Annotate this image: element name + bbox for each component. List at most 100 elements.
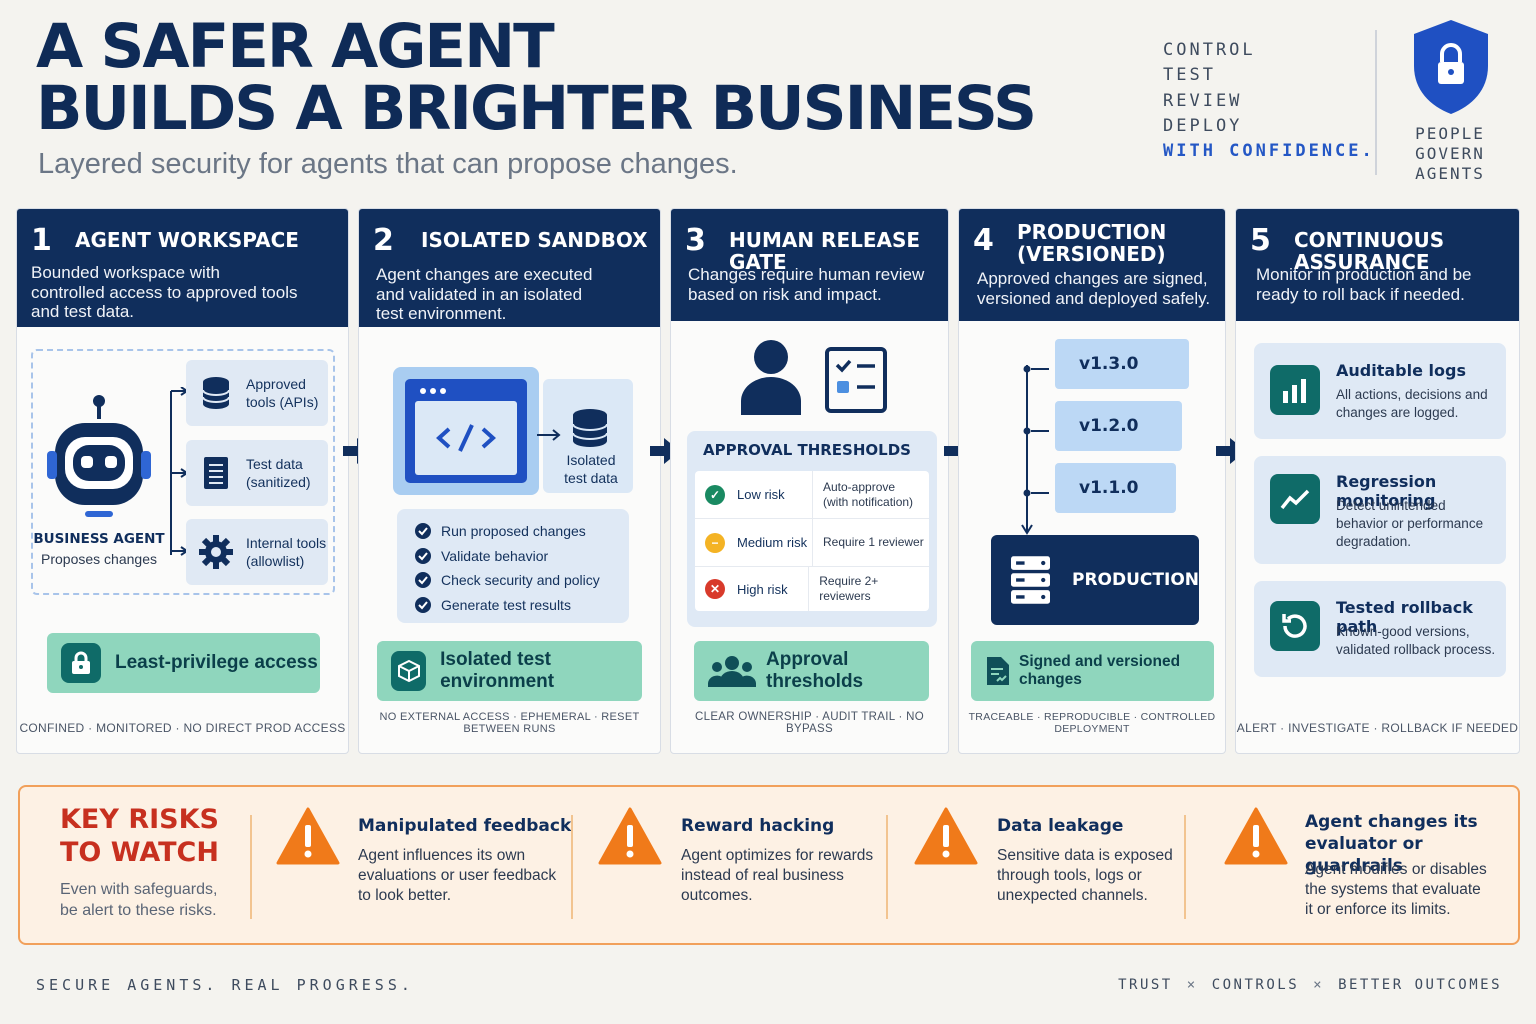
group-icon [708,651,756,691]
risk-title: Manipulated feedback [358,815,571,837]
robot-agent-icon [47,395,151,517]
desc-line: Detect unintended [1336,498,1446,513]
desc-line: Bounded workspace with [31,263,221,282]
column-description: Approved changes are signed, versioned a… [977,269,1210,308]
tag-review: REVIEW [1163,90,1243,111]
desc-line: Approved changes are signed, [977,269,1208,288]
header-divider [1375,30,1377,175]
check-icon [415,523,431,540]
column-description: Changes require human review based on ri… [688,265,924,304]
approval-thresholds-panel: APPROVAL THRESHOLDS ✓Low risk Auto-appro… [687,431,937,627]
risks-subtitle: Even with safeguards,be alert to these r… [60,879,217,921]
warning-icon [598,807,662,865]
risk-level: Medium risk [737,535,808,550]
tool-label: (allowlist) [246,553,305,569]
step-number: 3 [685,223,706,258]
sandbox-checklist: Run proposed changes Validate behavior C… [397,509,629,623]
card-description: All actions, decisions and changes are lo… [1336,386,1488,422]
title-line: Reward hacking [681,816,835,836]
desc-line: and validated in an isolated [376,284,583,304]
badge-line-3: AGENTS [1415,164,1485,183]
title-line: Manipulated feedback [358,816,572,836]
check-icon [415,547,431,564]
warning-icon [276,807,340,865]
desc-line: and test data. [31,302,135,321]
step-number: 5 [1250,223,1271,258]
desc-line: Known-good versions, [1336,624,1470,639]
badge-line-2: GOVERN [1415,144,1485,163]
title-line: KEY RISKS [60,804,219,835]
footer-value: TRUST [1118,977,1173,993]
desc-line: controlled access to approved tools [31,282,298,302]
column-header: 3 HUMAN RELEASE GATE Changes require hum… [671,209,948,321]
version-tag: v1.3.0 [1055,339,1189,389]
desc-line: Agent optimizes for rewards [681,847,874,864]
desc-line: evaluations or user feedback [358,867,557,884]
label-line: Isolated [566,452,616,468]
desc-line: outcomes. [681,887,753,904]
panel-title: APPROVAL THRESHOLDS [703,441,911,459]
minus-circle-icon: − [705,532,725,553]
table-row: ✓Low risk Auto-approve(with notification… [695,471,929,519]
divider [571,815,573,919]
footer-tagline: SECURE AGENTS. REAL PROGRESS. [36,976,414,994]
page-subtitle: Layered security for agents that can pro… [38,148,738,180]
desc-line: All actions, decisions and [1336,387,1488,402]
desc-line: Sensitive data is exposed [997,847,1173,864]
warning-icon [914,807,978,865]
pill-label: Approval thresholds [766,649,864,692]
rule-line: (with notification) [823,494,914,509]
desc-line: Monitor in production and be [1256,265,1472,284]
column-description: Monitor in production and be ready to ro… [1256,265,1471,304]
database-icon [198,376,234,410]
desc-line: it or enforce its limits. [1305,901,1451,918]
divider [1184,815,1186,919]
desc-line: changes are logged. [1336,405,1459,420]
card-description: Known-good versions, validated rollback p… [1336,623,1495,659]
column-agent-workspace: 1 AGENT WORKSPACE Bounded workspace with… [16,208,349,754]
risk-level: Low risk [737,487,785,502]
card-title: Tested rollback path [1336,598,1473,636]
tool-label: tools (APIs) [246,394,319,410]
lock-icon [61,643,101,683]
risk-level: High risk [737,581,788,597]
title-line: TO WATCH [60,837,219,868]
title-line: (VERSIONED) [1017,242,1166,266]
trend-line-icon [1270,474,1320,524]
pill-label: Least-privilege access [115,652,318,673]
column-title: HUMAN RELEASE GATE [729,228,921,274]
desc-line: behavior or performance [1336,516,1484,531]
title-line-2: BUILDS A BRIGHTER BUSINESS [36,73,1037,144]
column-header: 5 CONTINUOUS ASSURANCE Monitor in produc… [1236,209,1519,321]
check-icon [415,596,431,613]
desc-line: Agent influences its own [358,847,526,864]
column-isolated-sandbox: 2 ISOLATED SANDBOX Agent changes are exe… [358,208,661,754]
tool-internal: Internal tools(allowlist) [186,519,328,585]
check-icon [415,572,431,589]
tag-test: TEST [1163,65,1216,86]
approval-rule: Auto-approve(with notification) [813,480,913,510]
sub-line: be alert to these risks. [60,902,217,919]
desc-line: the systems that evaluate [1305,881,1481,898]
cube-icon [391,651,427,691]
version-tag: v1.1.0 [1055,463,1176,513]
desc-line: test environment. [376,304,507,323]
desc-line: to look better. [358,887,452,904]
column-header: 2 ISOLATED SANDBOX Agent changes are exe… [359,209,660,327]
desc-line: validated rollback process. [1336,642,1496,657]
separator: × [1186,977,1198,993]
column-title: AGENT WORKSPACE [75,228,299,252]
arrow-right-icon [1216,438,1246,464]
tag-confidence: WITH CONFIDENCE. [1163,141,1375,162]
tool-label: Test data [246,456,303,472]
check-label: Check security and policy [441,572,600,589]
people-govern-agents: PEOPLE GOVERN AGENTS [1400,124,1500,184]
code-window-icon [393,367,633,495]
tag-control: CONTROL [1163,40,1256,60]
tool-test-data: Test data(sanitized) [186,440,328,506]
step-number: 1 [31,223,52,258]
